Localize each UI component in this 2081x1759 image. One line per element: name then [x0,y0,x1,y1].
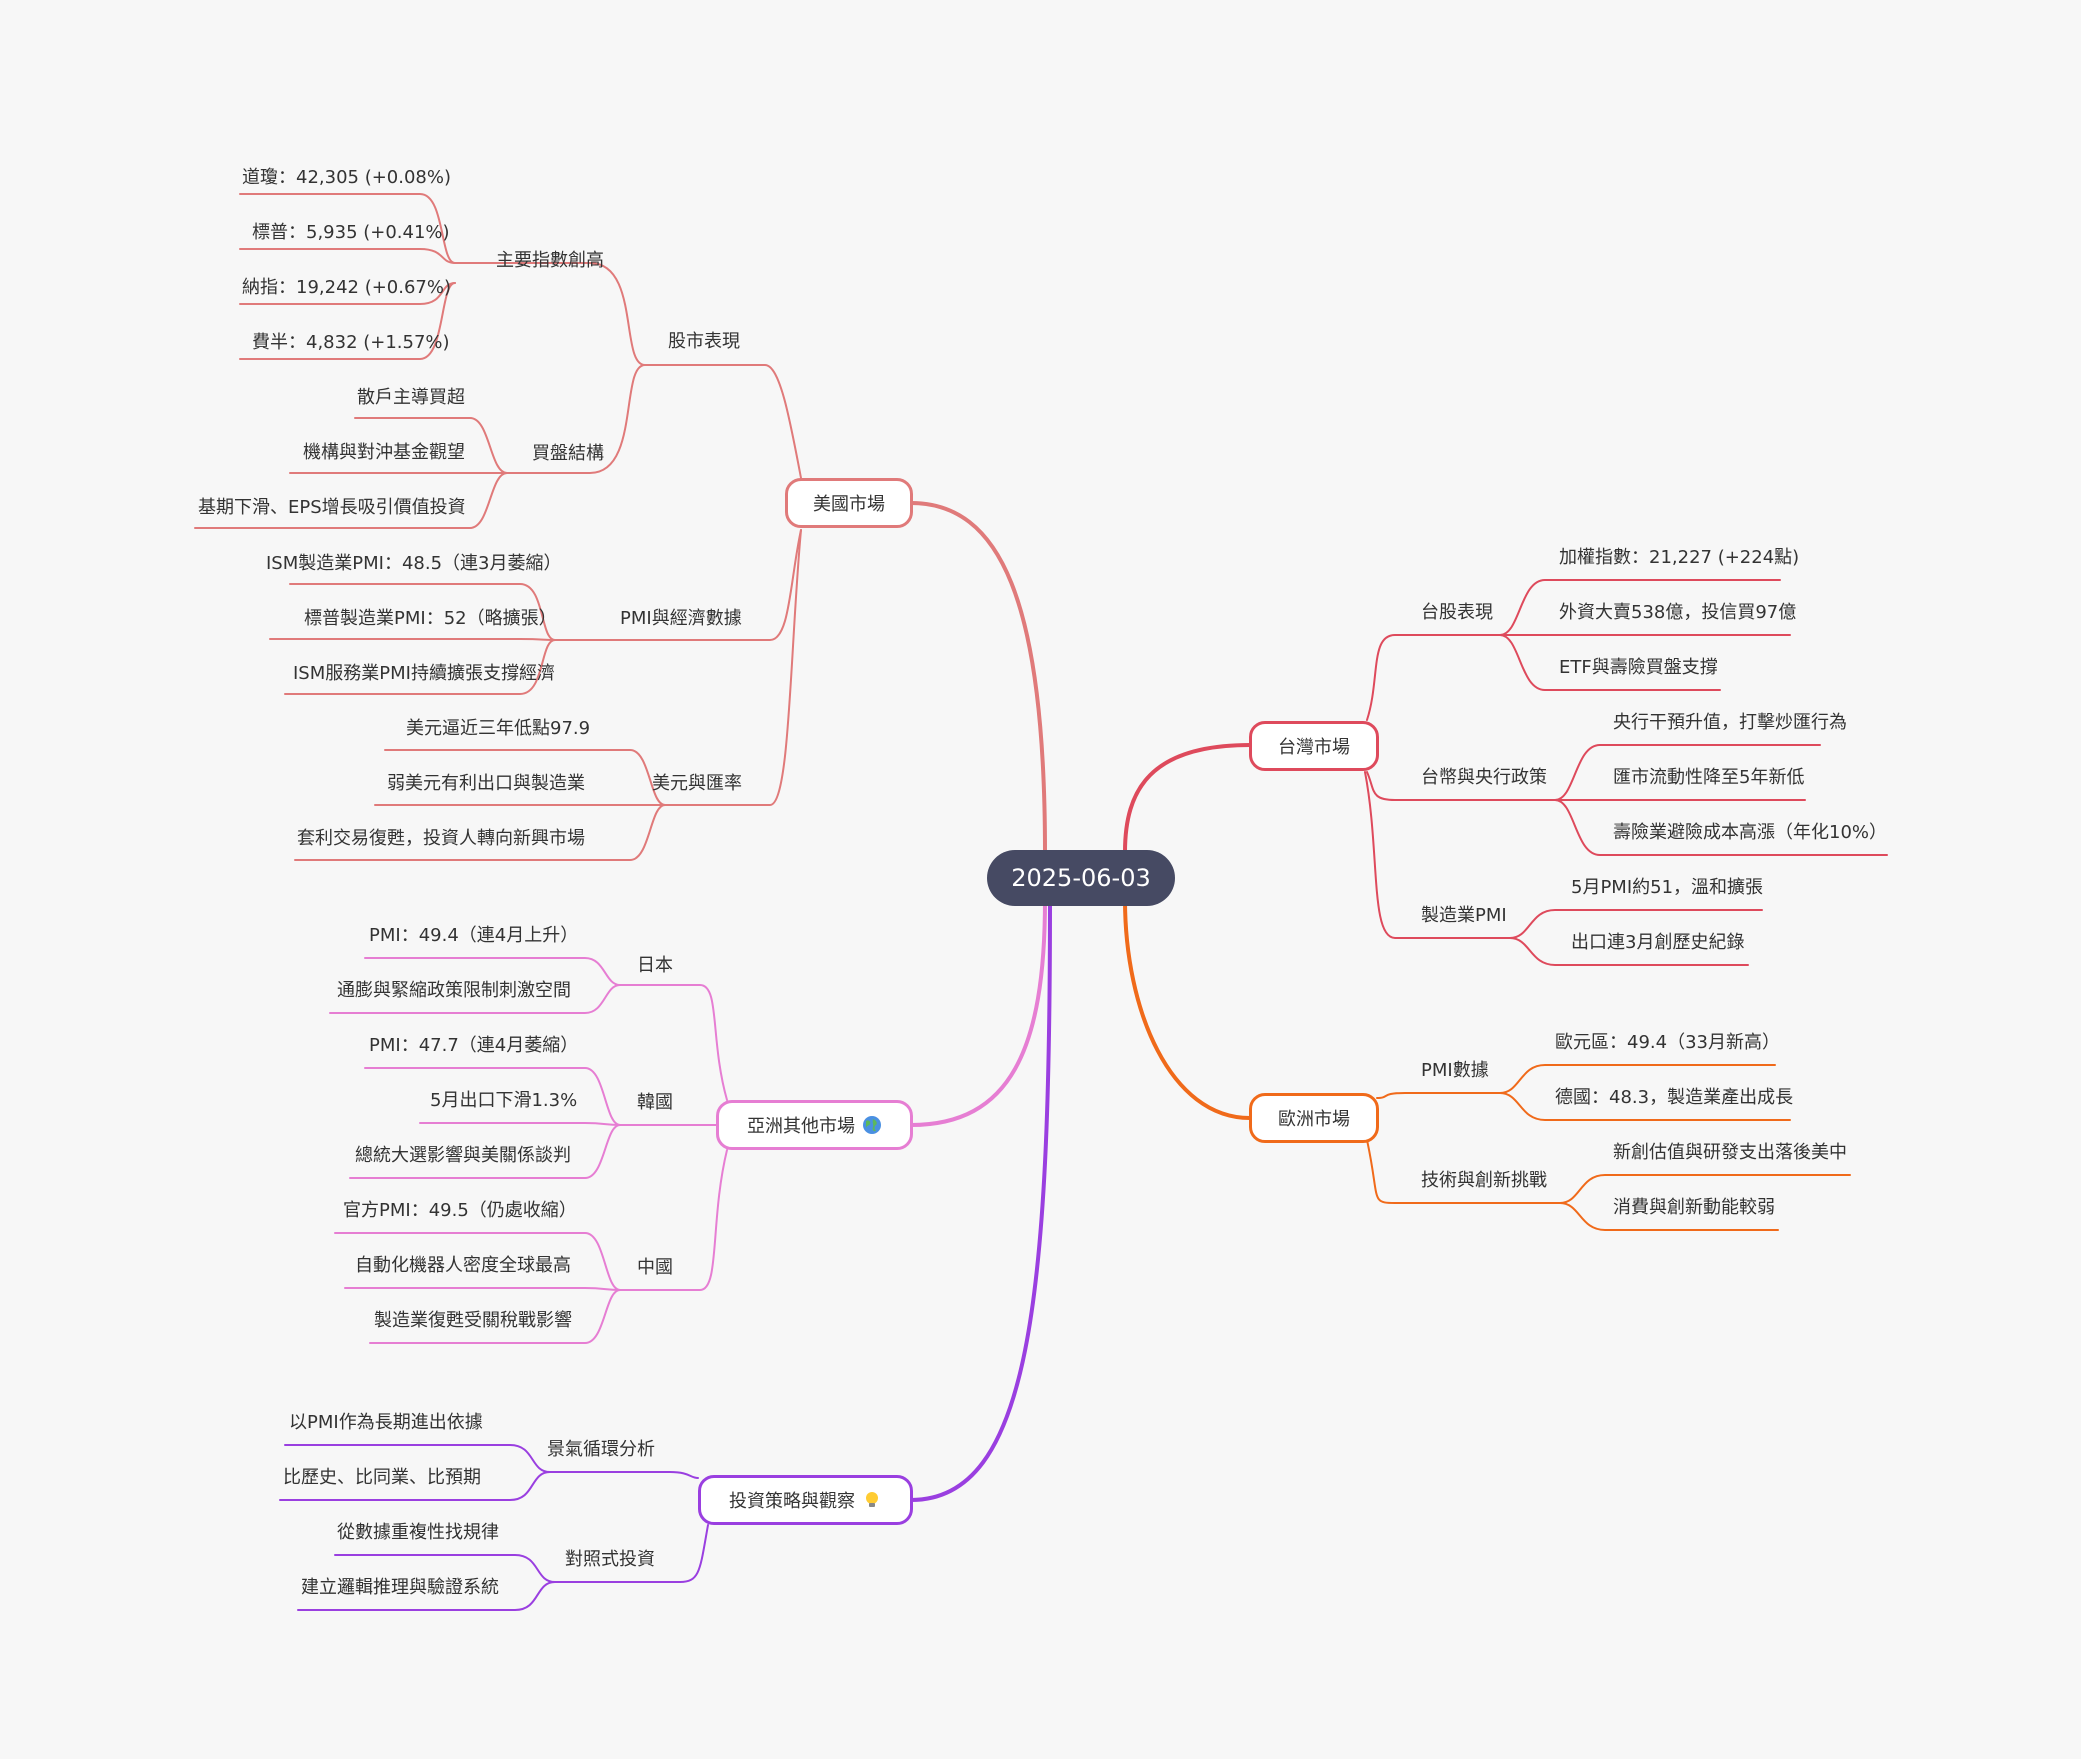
leaf[interactable]: PMI：47.7（連4月萎縮） [369,1035,579,1056]
link-central-tw [1123,743,1252,854]
leaf[interactable]: 出口連3月創歷史紀錄 [1571,932,1745,953]
leaf[interactable]: 費半：4,832 (+1.57%) [252,332,450,353]
sub-topic[interactable]: 台幣與央行政策 [1421,767,1547,788]
leaf[interactable]: 弱美元有利出口與製造業 [387,773,585,794]
sub-topic[interactable]: PMI數據 [1421,1060,1489,1081]
branch-investment[interactable]: 投資策略與觀察 [698,1475,913,1525]
leaf[interactable]: 製造業復甦受關稅戰影響 [374,1310,572,1331]
leaf[interactable]: 央行干預升值，打擊炒匯行為 [1613,712,1847,733]
branch-europe-label: 歐洲市場 [1278,1109,1350,1130]
central-node[interactable]: 2025-06-03 [987,850,1175,906]
tw-links [1364,579,1888,966]
branch-taiwan-label: 台灣市場 [1278,737,1350,758]
sub-topic[interactable]: 主要指數創高 [496,250,604,271]
leaf[interactable]: ISM製造業PMI：48.5（連3月萎縮） [266,553,562,574]
leaf[interactable]: 消費與創新動能較弱 [1613,1197,1775,1218]
leaf[interactable]: 基期下滑、EPS增長吸引價值投資 [198,497,466,518]
leaf[interactable]: ETF與壽險買盤支撐 [1559,657,1718,678]
leaf[interactable]: 建立邏輯推理與驗證系統 [301,1577,499,1598]
leaf[interactable]: ISM服務業PMI持續擴張支撐經濟 [293,663,555,684]
leaf[interactable]: 加權指數：21,227 (+224點) [1559,547,1800,568]
leaf[interactable]: 5月出口下滑1.3% [430,1090,578,1111]
branch-usa[interactable]: 美國市場 [785,478,913,528]
leaf[interactable]: 道瓊：42,305 (+0.08%) [242,167,452,188]
link-central-usa [909,501,1047,854]
sub-topic[interactable]: 對照式投資 [565,1549,655,1570]
leaf[interactable]: 德國：48.3，製造業產出成長 [1555,1087,1794,1108]
leaf[interactable]: 5月PMI約51，溫和擴張 [1571,877,1764,898]
lightbulb-icon [866,1492,878,1507]
sub-topic[interactable]: 技術與創新挑戰 [1421,1170,1547,1191]
leaf[interactable]: 自動化機器人密度全球最高 [355,1255,571,1276]
branch-taiwan[interactable]: 台灣市場 [1249,721,1379,771]
inv-links [279,1444,709,1611]
leaf[interactable]: 標普：5,935 (+0.41%) [252,222,450,243]
leaf[interactable]: 機構與對沖基金觀望 [303,442,465,463]
asia-links [329,957,728,1344]
sub-topic[interactable]: 台股表現 [1421,602,1493,623]
leaf[interactable]: PMI：49.4（連4月上升） [369,925,579,946]
leaf[interactable]: 歐元區：49.4（33月新高） [1555,1032,1780,1053]
sub-topic[interactable]: 中國 [637,1257,673,1278]
branch-asia-label: 亞洲其他市場 [747,1116,855,1137]
link-central-asia [909,898,1047,1127]
leaf[interactable]: 官方PMI：49.5（仍處收縮） [343,1200,577,1221]
leaf[interactable]: 納指：19,242 (+0.67%) [242,277,452,298]
sub-topic[interactable]: 買盤結構 [532,443,604,464]
sub-topic[interactable]: 美元與匯率 [652,773,742,794]
leaf[interactable]: 標普製造業PMI：52（略擴張） [304,608,557,629]
sub-topic[interactable]: 製造業PMI [1421,905,1507,926]
sub-topic[interactable]: 韓國 [637,1092,673,1113]
leaf[interactable]: 匯市流動性降至5年新低 [1613,767,1805,788]
link-central-eu [1123,898,1252,1120]
sub-topic[interactable]: PMI與經濟數據 [620,608,742,629]
usa-links [194,193,802,861]
branch-europe[interactable]: 歐洲市場 [1249,1093,1379,1143]
leaf[interactable]: 新創估值與研發支出落後美中 [1613,1142,1847,1163]
sub-topic[interactable]: 日本 [637,955,673,976]
leaf[interactable]: 美元逼近三年低點97.9 [406,718,591,739]
leaf[interactable]: 從數據重複性找規律 [337,1522,499,1543]
leaf[interactable]: 散戶主導買超 [357,387,465,408]
leaf[interactable]: 總統大選影響與美關係談判 [355,1145,571,1166]
leaf[interactable]: 比歷史、比同業、比預期 [283,1467,481,1488]
globe-icon [863,1116,881,1134]
sub-topic[interactable]: 景氣循環分析 [547,1439,655,1460]
leaf[interactable]: 以PMI作為長期進出依據 [289,1412,483,1433]
leaf[interactable]: 壽險業避險成本高漲（年化10%） [1613,822,1888,843]
link-central-inv [909,898,1052,1502]
leaf[interactable]: 外資大賣538億，投信買97億 [1559,602,1797,623]
eu-links [1366,1064,1851,1231]
branch-investment-label: 投資策略與觀察 [729,1491,855,1512]
branch-asia[interactable]: 亞洲其他市場 [716,1100,913,1150]
branch-usa-label: 美國市場 [813,494,885,515]
leaf[interactable]: 通膨與緊縮政策限制刺激空間 [337,980,571,1001]
sub-topic[interactable]: 股市表現 [668,331,740,352]
leaf[interactable]: 套利交易復甦，投資人轉向新興市場 [297,828,585,849]
